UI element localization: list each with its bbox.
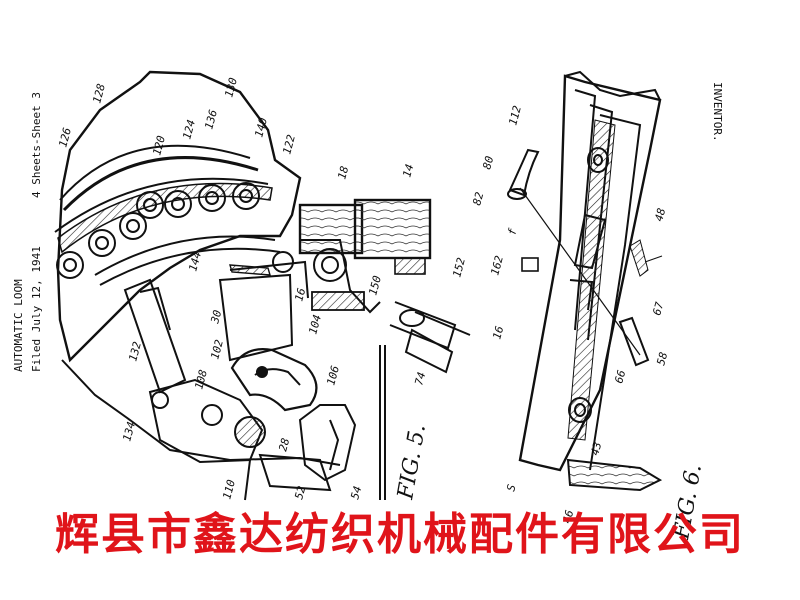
numeral-102: 102 (208, 338, 226, 361)
inventor-label: INVENTOR. (711, 82, 724, 142)
numeral-152: 152 (450, 256, 468, 279)
numeral-132: 132 (126, 340, 144, 363)
numeral-144: 144 (186, 250, 204, 273)
numeral-82: 82 (470, 190, 486, 207)
numeral-74: 74 (412, 371, 428, 387)
numeral-134: 134 (120, 420, 138, 443)
numeral-58: 58 (654, 350, 670, 367)
patent-filed-date: Filed July 12, 1941 (30, 246, 43, 372)
numeral-122: 122 (280, 133, 298, 156)
numeral-112: 112 (506, 104, 524, 127)
numeral-120: 120 (150, 134, 168, 157)
numeral-124: 124 (180, 118, 198, 141)
figure-6-drawing (507, 70, 663, 492)
numeral-54: 54 (348, 485, 364, 501)
numeral-S: S (504, 483, 518, 493)
numeral-126: 126 (56, 126, 74, 149)
numeral-16: 16 (292, 286, 308, 303)
numeral-106: 106 (324, 364, 342, 387)
numeral-14: 14 (400, 163, 416, 179)
numeral-128: 128 (90, 82, 108, 105)
numeral-52: 52 (292, 484, 308, 501)
numeral-140: 140 (252, 116, 270, 139)
numeral-48: 48 (652, 206, 668, 223)
fig5-label: FIG. 5. (393, 422, 431, 502)
reference-numerals: 128 130 126 136 140 120 124 122 18 14 14… (56, 76, 670, 525)
numeral-43: 43 (588, 441, 604, 457)
numeral-136: 136 (202, 108, 220, 131)
numeral-130: 130 (222, 76, 240, 99)
numeral-f: f (505, 227, 519, 237)
numeral-18: 18 (335, 164, 351, 181)
numeral-46: 46 (560, 508, 576, 525)
numeral-150: 150 (366, 274, 384, 297)
figure-5-drawing (54, 70, 471, 501)
numeral-30: 30 (208, 308, 224, 325)
numeral-66: 66 (612, 368, 628, 385)
numeral-28: 28 (276, 436, 292, 453)
numeral-162: 162 (488, 254, 506, 277)
patent-title: AUTOMATIC LOOM (12, 279, 25, 372)
numeral-108: 108 (192, 368, 210, 391)
numeral-110: 110 (220, 478, 238, 501)
numeral-16-right: 16 (490, 324, 506, 341)
roller-row (56, 182, 260, 279)
numeral-104: 104 (306, 313, 324, 336)
company-watermark: 辉县市鑫达纺织机械配件有限公司 (55, 509, 745, 560)
patent-sheet-label: 4 Sheets-Sheet 3 (30, 92, 43, 198)
numeral-80: 80 (480, 154, 496, 171)
numeral-67: 67 (650, 300, 666, 317)
